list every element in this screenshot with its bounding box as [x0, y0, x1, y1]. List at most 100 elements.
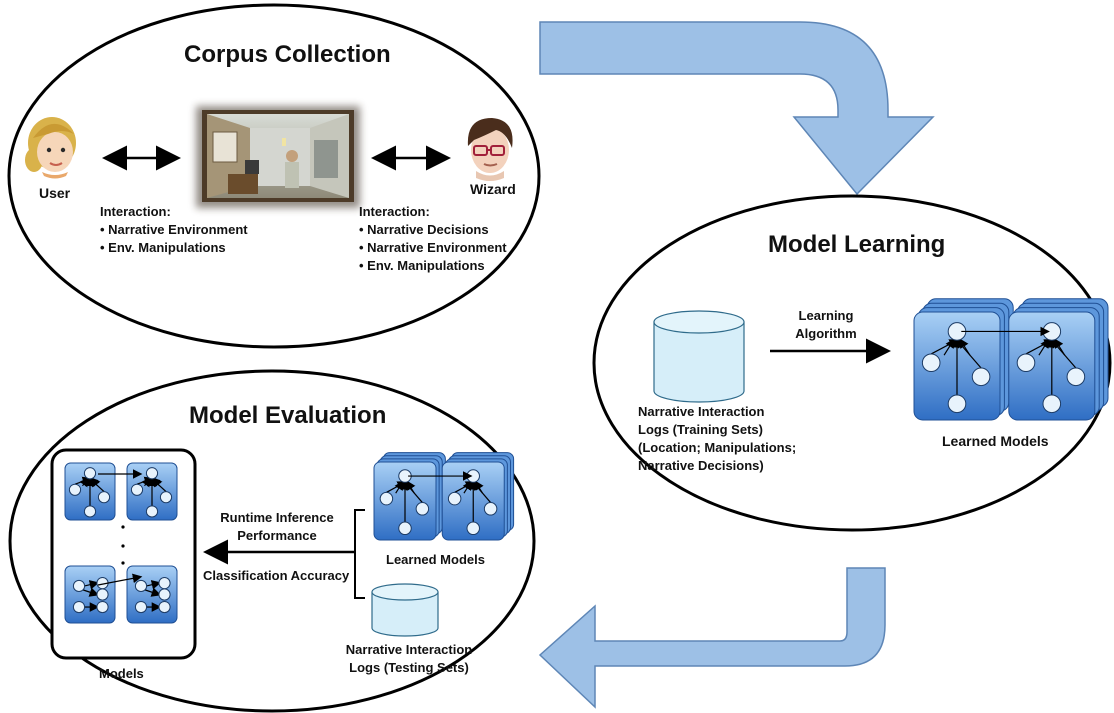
model-learning-ellipse	[592, 194, 1112, 532]
wizard-interaction-item: • Env. Manipulations	[359, 258, 485, 273]
graph-node	[398, 521, 412, 536]
graph-edge	[90, 476, 101, 488]
testing-logs-line: Narrative Interaction	[345, 642, 473, 657]
graph-node	[72, 600, 86, 614]
model-card	[64, 462, 116, 521]
graph-edge	[474, 480, 484, 494]
wizard-interaction-list: Interaction: • Narrative Decisions • Nar…	[359, 203, 507, 275]
graph-node	[158, 588, 171, 601]
model-card	[373, 461, 437, 541]
graph-node	[415, 502, 430, 516]
user-label: User	[39, 185, 71, 201]
learning-algorithm-line: Algorithm	[795, 326, 857, 341]
user-interaction-item: • Env. Manipulations	[100, 240, 226, 255]
graph-node	[947, 394, 967, 414]
graph-node	[72, 579, 86, 593]
graph-node	[466, 521, 480, 536]
flow-arrow-learning-to-evaluation	[538, 567, 886, 709]
graph-node	[145, 467, 159, 480]
model-card	[913, 311, 1001, 421]
training-logs-database-icon	[653, 310, 745, 403]
flow-arrow-corpus-to-learning	[539, 21, 935, 196]
model-card	[64, 565, 116, 624]
user-interaction-item: • Narrative Environment	[100, 222, 248, 237]
training-logs-line: Narrative Interaction	[638, 404, 765, 419]
graph-node	[1066, 367, 1086, 387]
learning-algorithm-label: Learning Algorithm	[778, 307, 874, 343]
corpus-collection-title: Corpus Collection	[184, 41, 391, 68]
training-logs-line: (Location; Manipulations;	[638, 440, 797, 455]
graph-node	[96, 600, 109, 614]
graph-edge	[152, 476, 163, 488]
training-logs-line: Logs (Training Sets)	[638, 422, 763, 437]
training-logs-line: Narrative Decisions)	[638, 458, 764, 473]
model-card	[1008, 311, 1096, 421]
model-evaluation-title: Model Evaluation	[189, 402, 387, 429]
model-card	[126, 462, 178, 521]
graph-edge	[82, 587, 100, 597]
graph-edge	[84, 580, 100, 590]
graph-node	[97, 491, 111, 504]
graph-edge	[394, 480, 404, 494]
model-card	[126, 565, 178, 624]
wizard-avatar-icon	[467, 118, 513, 181]
model-card	[441, 461, 505, 541]
learned-models-large	[913, 298, 1109, 421]
graph-edge	[959, 338, 971, 356]
graph-node	[447, 491, 462, 506]
runtime-inference-line: Runtime Inference	[220, 510, 334, 525]
graph-node	[921, 353, 941, 373]
inference-connector	[203, 509, 365, 599]
models-label: Models	[99, 666, 144, 681]
graph-edge	[1054, 338, 1066, 356]
graph-node	[1042, 394, 1062, 414]
graph-edge	[462, 480, 473, 494]
runtime-inference-line: Performance	[237, 528, 317, 543]
testing-logs-line: Logs (Testing Sets)	[349, 660, 469, 675]
graph-node	[145, 505, 159, 518]
narrative-environment-screenshot	[196, 106, 360, 208]
evaluation-learned-models-label: Learned Models	[386, 552, 485, 567]
graph-node	[379, 491, 394, 506]
classification-accuracy-label: Classification Accuracy	[203, 568, 350, 583]
graph-node	[83, 505, 97, 518]
wizard-label: Wizard	[470, 181, 516, 197]
training-logs-label: Narrative Interaction Logs (Training Set…	[638, 403, 796, 475]
graph-node	[130, 483, 144, 496]
graph-node	[134, 579, 148, 593]
graph-node	[158, 600, 171, 614]
user-interaction-list: Interaction: • Narrative Environment • E…	[100, 203, 248, 257]
graph-node	[83, 467, 97, 480]
testing-logs-database-icon	[371, 583, 439, 637]
graph-edge	[943, 338, 955, 356]
graph-edge	[79, 476, 90, 488]
learned-models-label: Learned Models	[942, 433, 1049, 449]
learned-models-small	[373, 452, 515, 541]
graph-edge	[97, 573, 143, 586]
graph-edge	[406, 480, 416, 494]
graph-node	[158, 577, 171, 590]
runtime-inference-label: Runtime Inference Performance	[202, 509, 352, 545]
learning-algorithm-line: Learning	[798, 308, 854, 323]
graph-node	[1016, 353, 1036, 373]
user-avatar-icon	[25, 117, 76, 179]
testing-logs-label: Narrative Interaction Logs (Testing Sets…	[334, 641, 484, 677]
user-interaction-heading: Interaction:	[100, 204, 171, 219]
graph-edge	[144, 587, 162, 597]
models-ellipsis	[121, 525, 125, 565]
graph-node	[159, 491, 173, 504]
models-grid	[64, 462, 178, 624]
graph-edge	[1038, 338, 1050, 356]
graph-node	[971, 367, 991, 387]
graph-node	[134, 600, 148, 614]
wizard-interaction-heading: Interaction:	[359, 204, 430, 219]
wizard-interaction-item: • Narrative Decisions	[359, 222, 489, 237]
graph-node	[68, 483, 82, 496]
model-learning-title: Model Learning	[768, 231, 946, 258]
graph-node	[96, 588, 109, 601]
graph-node	[483, 502, 498, 516]
graph-edge	[146, 580, 162, 590]
graph-edge	[141, 476, 152, 488]
wizard-interaction-item: • Narrative Environment	[359, 240, 507, 255]
